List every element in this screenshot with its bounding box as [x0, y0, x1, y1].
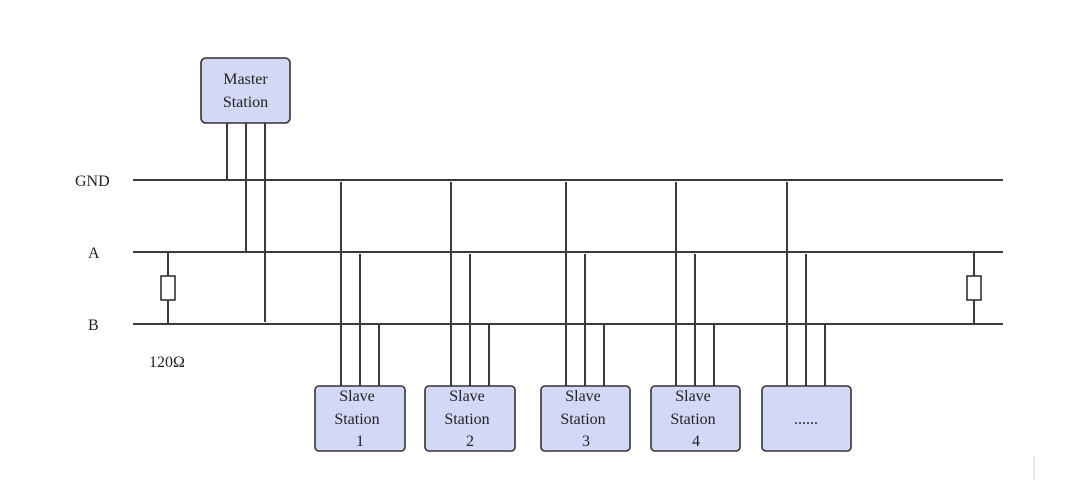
slave-4-line2: Station	[670, 411, 715, 428]
resistor-value-label: 120Ω	[149, 354, 185, 371]
left-resistor-body	[160, 275, 176, 301]
slave-more-ellipsis: ......	[794, 411, 818, 428]
slave-3-box	[540, 385, 631, 452]
slave-4-line1: Slave	[675, 388, 711, 405]
b-label: B	[88, 317, 99, 334]
master-station-box	[200, 57, 291, 124]
slave-station-more: ......	[761, 182, 852, 452]
slave-1-line2: Station	[334, 411, 379, 428]
master-station-line2: Station	[223, 94, 268, 111]
right-resistor-body	[966, 275, 982, 301]
left-termination-resistor	[160, 252, 176, 324]
slave-3-line3: 3	[582, 433, 590, 450]
slave-4-box	[650, 385, 741, 452]
slave-3-line1: Slave	[565, 388, 601, 405]
a-label: A	[88, 245, 100, 262]
slave-station-2: Slave Station 2	[424, 182, 516, 452]
slave-station-1: Slave Station 1	[314, 182, 406, 452]
gnd-label: GND	[75, 173, 110, 190]
master-station-line1: Master	[223, 71, 268, 88]
slave-2-line3: 2	[466, 433, 474, 450]
slave-2-box	[424, 385, 516, 452]
slave-1-line1: Slave	[339, 388, 375, 405]
slave-1-box	[314, 385, 406, 452]
slave-4-line3: 4	[692, 433, 700, 450]
slave-more-box	[761, 385, 852, 452]
master-station: Master Station	[200, 57, 291, 322]
slave-station-4: Slave Station 4	[650, 182, 741, 452]
slave-2-line1: Slave	[449, 388, 485, 405]
slave-1-line3: 1	[356, 433, 364, 450]
slave-station-3: Slave Station 3	[540, 182, 631, 452]
right-termination-resistor	[966, 252, 982, 324]
slave-3-line2: Station	[560, 411, 605, 428]
slave-2-line2: Station	[444, 411, 489, 428]
